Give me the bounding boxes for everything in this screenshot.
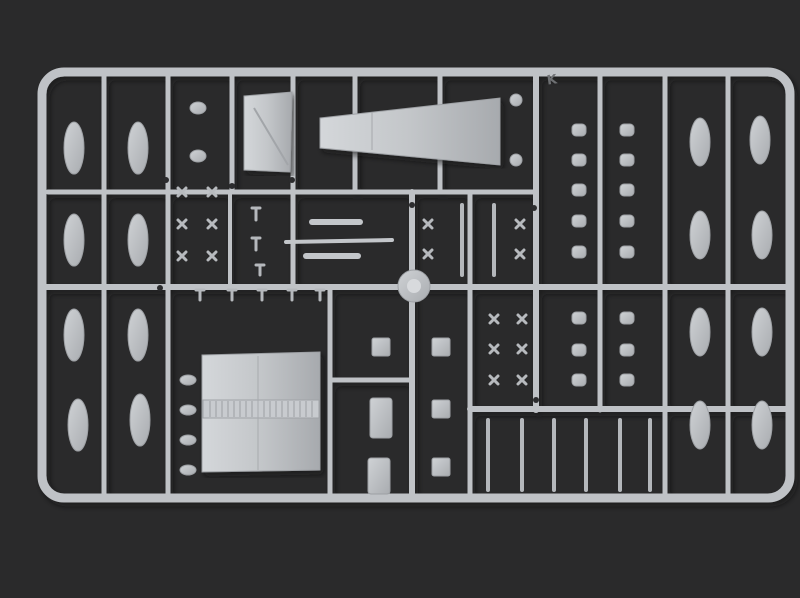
fuselage-box-part <box>201 351 321 473</box>
bomb-parts-left <box>63 121 151 452</box>
pin-parts <box>179 93 523 476</box>
angled-panel <box>243 91 293 173</box>
sprue-outer-frame <box>37 67 795 503</box>
round-hub-part <box>397 269 431 303</box>
bomb-parts-right <box>689 115 773 450</box>
small-cross-parts <box>176 186 528 386</box>
sprue-letter-label: K <box>546 72 559 89</box>
wheel-parts <box>571 123 635 387</box>
small-fork-parts <box>194 206 326 302</box>
wing-part <box>319 97 501 166</box>
strut-parts <box>460 203 652 492</box>
block-parts <box>367 337 451 495</box>
rod-parts <box>284 219 394 259</box>
